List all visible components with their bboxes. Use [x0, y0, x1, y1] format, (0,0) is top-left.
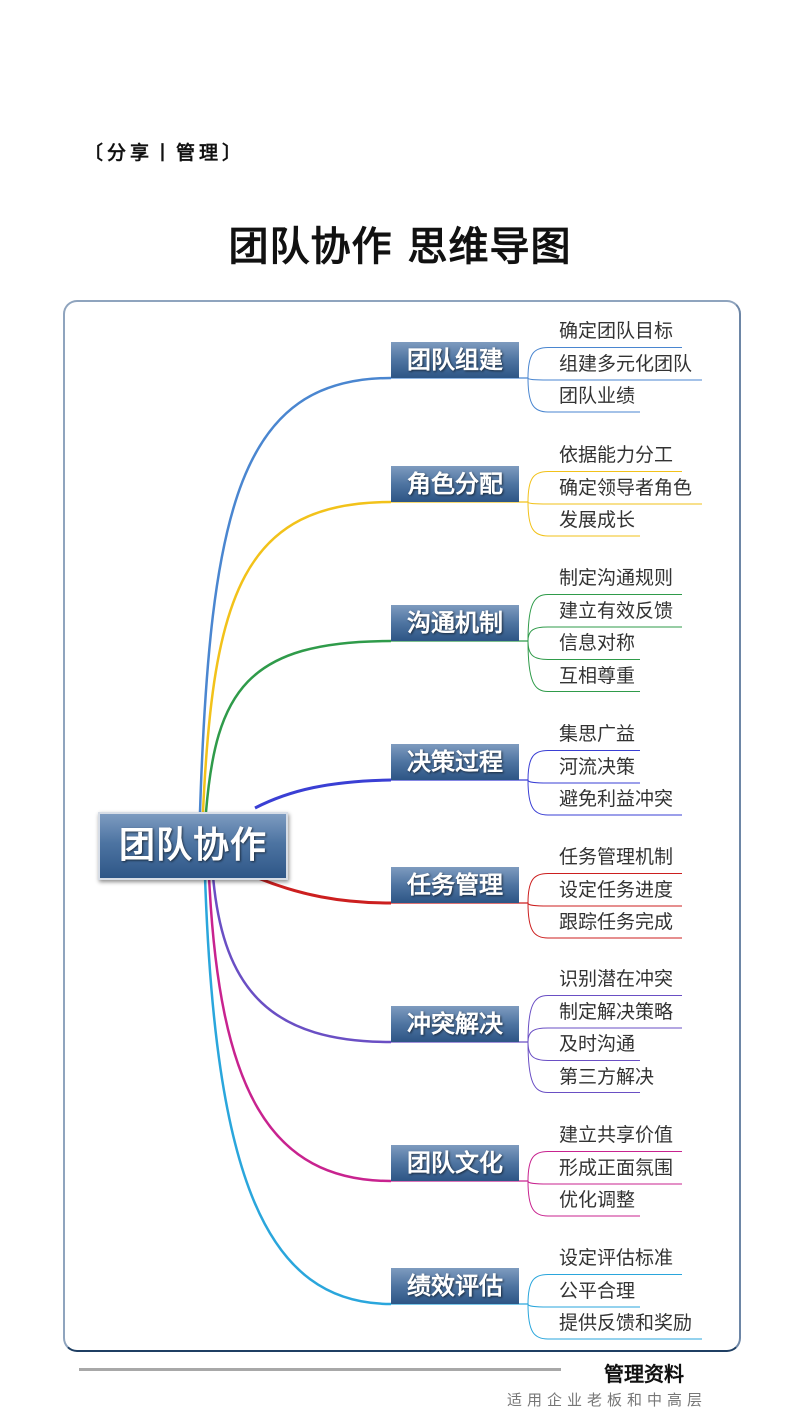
leaf-node: 发展成长 [559, 509, 636, 531]
leaf-node: 公平合理 [559, 1279, 636, 1302]
footer-subtitle: 适用企业老板和中高层 [507, 1391, 708, 1409]
leaf-node: 及时沟通 [559, 1033, 636, 1055]
branch-node: 决策过程 [391, 744, 519, 780]
leaf-node: 信息对称 [559, 632, 636, 654]
category-tag: 〔分享丨管理〕 [84, 142, 246, 164]
leaf-node: 建立共享价值 [559, 1124, 674, 1146]
branch-node: 团队组建 [391, 342, 519, 378]
mindmap-frame [63, 300, 741, 1352]
footer-title: 管理资料 [604, 1362, 684, 1386]
branch-node: 沟通机制 [391, 605, 519, 641]
leaf-node: 避免利益冲突 [559, 788, 674, 810]
leaf-node: 设定评估标准 [559, 1247, 674, 1269]
leaf-node: 制定沟通规则 [559, 567, 674, 589]
leaf-node: 团队业绩 [559, 385, 636, 407]
leaf-node: 依据能力分工 [559, 444, 674, 466]
branch-node: 冲突解决 [391, 1006, 519, 1042]
leaf-node: 互相尊重 [559, 664, 636, 687]
leaf-node: 河流决策 [559, 755, 636, 778]
branch-node: 绩效评估 [391, 1268, 519, 1304]
leaf-node: 提供反馈和奖励 [559, 1312, 693, 1334]
leaf-node: 形成正面氛围 [559, 1156, 674, 1179]
leaf-node: 任务管理机制 [559, 846, 674, 868]
footer-divider [79, 1368, 561, 1371]
leaf-node: 识别潜在冲突 [559, 968, 674, 990]
leaf-node: 确定团队目标 [559, 320, 674, 342]
branch-node: 角色分配 [391, 466, 519, 502]
leaf-node: 优化调整 [559, 1189, 636, 1211]
branch-node: 任务管理 [391, 867, 519, 903]
leaf-node: 建立有效反馈 [559, 599, 674, 622]
branch-node: 团队文化 [391, 1145, 519, 1181]
leaf-node: 组建多元化团队 [559, 352, 693, 375]
leaf-node: 设定任务进度 [559, 878, 674, 901]
page-title: 团队协作 思维导图 [228, 224, 572, 270]
central-node: 团队协作 [98, 812, 288, 880]
leaf-node: 确定领导者角色 [559, 476, 693, 499]
leaf-node: 跟踪任务完成 [559, 911, 674, 933]
leaf-node: 集思广益 [559, 723, 636, 745]
leaf-node: 制定解决策略 [559, 1000, 674, 1023]
leaf-node: 第三方解决 [559, 1065, 655, 1088]
